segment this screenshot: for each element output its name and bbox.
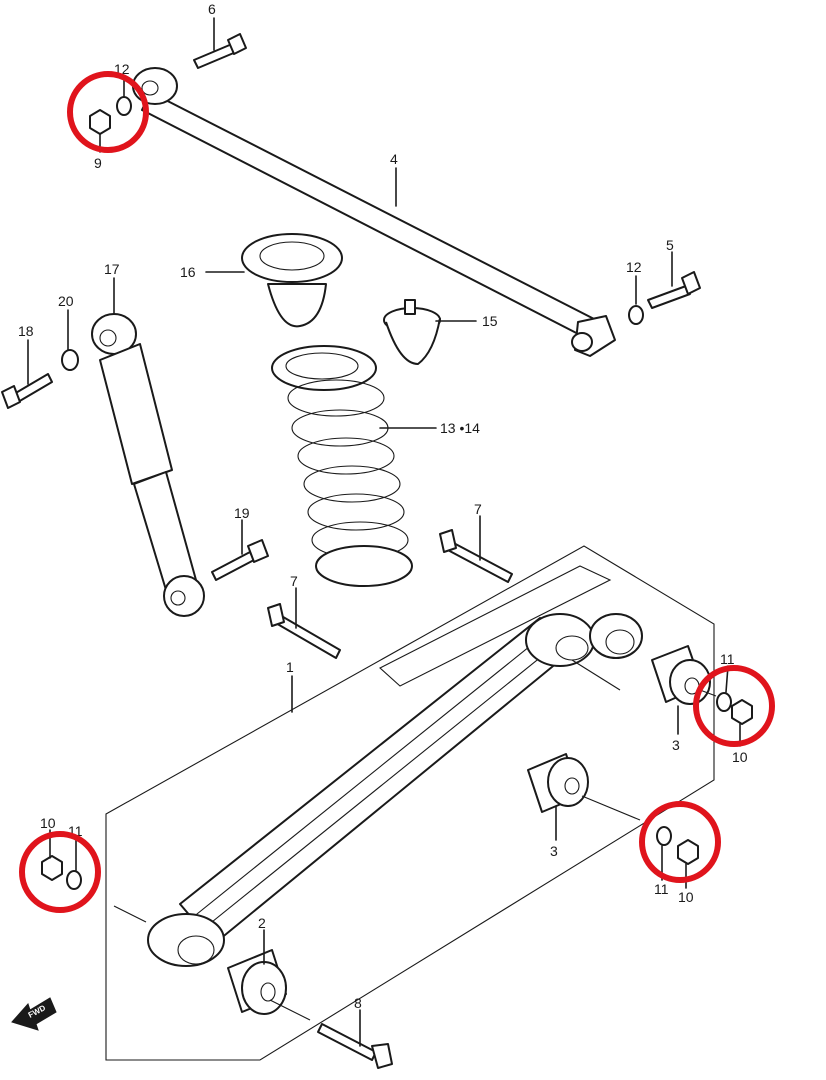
nut-9 — [89, 109, 111, 135]
label-8: 8 — [354, 995, 362, 1011]
label-5: 5 — [666, 237, 674, 253]
nut-10-left — [41, 855, 63, 881]
washer-20 — [61, 349, 79, 371]
label-7-lower: 7 — [290, 573, 298, 589]
washer-11-upper-right — [716, 692, 732, 712]
part-labels: 6 12 9 4 5 12 16 17 20 18 15 13 •14 19 7… — [18, 1, 748, 1011]
highlight-circle-upper-right — [693, 665, 775, 747]
label-19: 19 — [234, 505, 250, 521]
washer-11-left — [66, 870, 82, 890]
label-17: 17 — [104, 261, 120, 277]
bushing-arm-front — [589, 613, 643, 659]
label-11-lower-right: 11 — [654, 881, 669, 897]
label-10-lower-right: 10 — [678, 889, 694, 905]
label-11-upper-right: 11 — [720, 651, 735, 667]
fwd-arrow: FWD — [11, 997, 57, 1031]
label-6: 6 — [208, 1, 216, 17]
bump-stop-seat — [241, 233, 343, 328]
bolt-19 — [211, 539, 269, 581]
bushing-3-lower — [527, 753, 589, 813]
label-4: 4 — [390, 151, 398, 167]
leader-lines — [27, 17, 741, 1047]
label-10-upper-right: 10 — [732, 749, 748, 765]
label-3-upper: 3 — [672, 737, 680, 753]
label-7-upper: 7 — [474, 501, 482, 517]
label-18: 18 — [18, 323, 34, 339]
nut-10-upper-right — [731, 699, 753, 725]
label-16: 16 — [180, 264, 196, 280]
trailing-arm — [147, 613, 595, 967]
highlight-circles — [19, 71, 775, 913]
highlight-circle-lower-right — [639, 801, 721, 883]
nut-10-lower-right — [677, 839, 699, 865]
bushing-2 — [227, 949, 287, 1015]
coil-spring — [271, 345, 413, 587]
label-20: 20 — [58, 293, 74, 309]
label-15: 15 — [482, 313, 498, 329]
label-13-14: 13 •14 — [440, 420, 480, 436]
label-12-right: 12 — [626, 259, 642, 275]
label-10-left: 10 — [40, 815, 56, 831]
bolt-7-upper — [439, 529, 513, 583]
washer-12-left — [116, 96, 132, 116]
bolt-5 — [647, 271, 701, 309]
bump-stopper — [383, 299, 441, 365]
bolt-7-lower — [267, 603, 341, 659]
label-9: 9 — [94, 155, 102, 171]
lateral-rod — [132, 67, 616, 357]
washer-12-right — [628, 305, 644, 325]
label-1: 1 — [286, 659, 294, 675]
bushing-3-upper — [651, 645, 711, 705]
bolt-8 — [317, 1023, 393, 1069]
label-2: 2 — [258, 915, 266, 931]
highlight-circle-top-left — [67, 71, 149, 153]
bolt-18 — [1, 373, 53, 409]
shock-absorber — [91, 313, 205, 617]
bolt-6 — [193, 33, 247, 69]
highlight-circle-bottom-left — [19, 831, 101, 913]
trailing-arm-frame — [105, 545, 715, 1061]
label-3-lower: 3 — [550, 843, 558, 859]
washer-11-lower-right — [656, 826, 672, 846]
